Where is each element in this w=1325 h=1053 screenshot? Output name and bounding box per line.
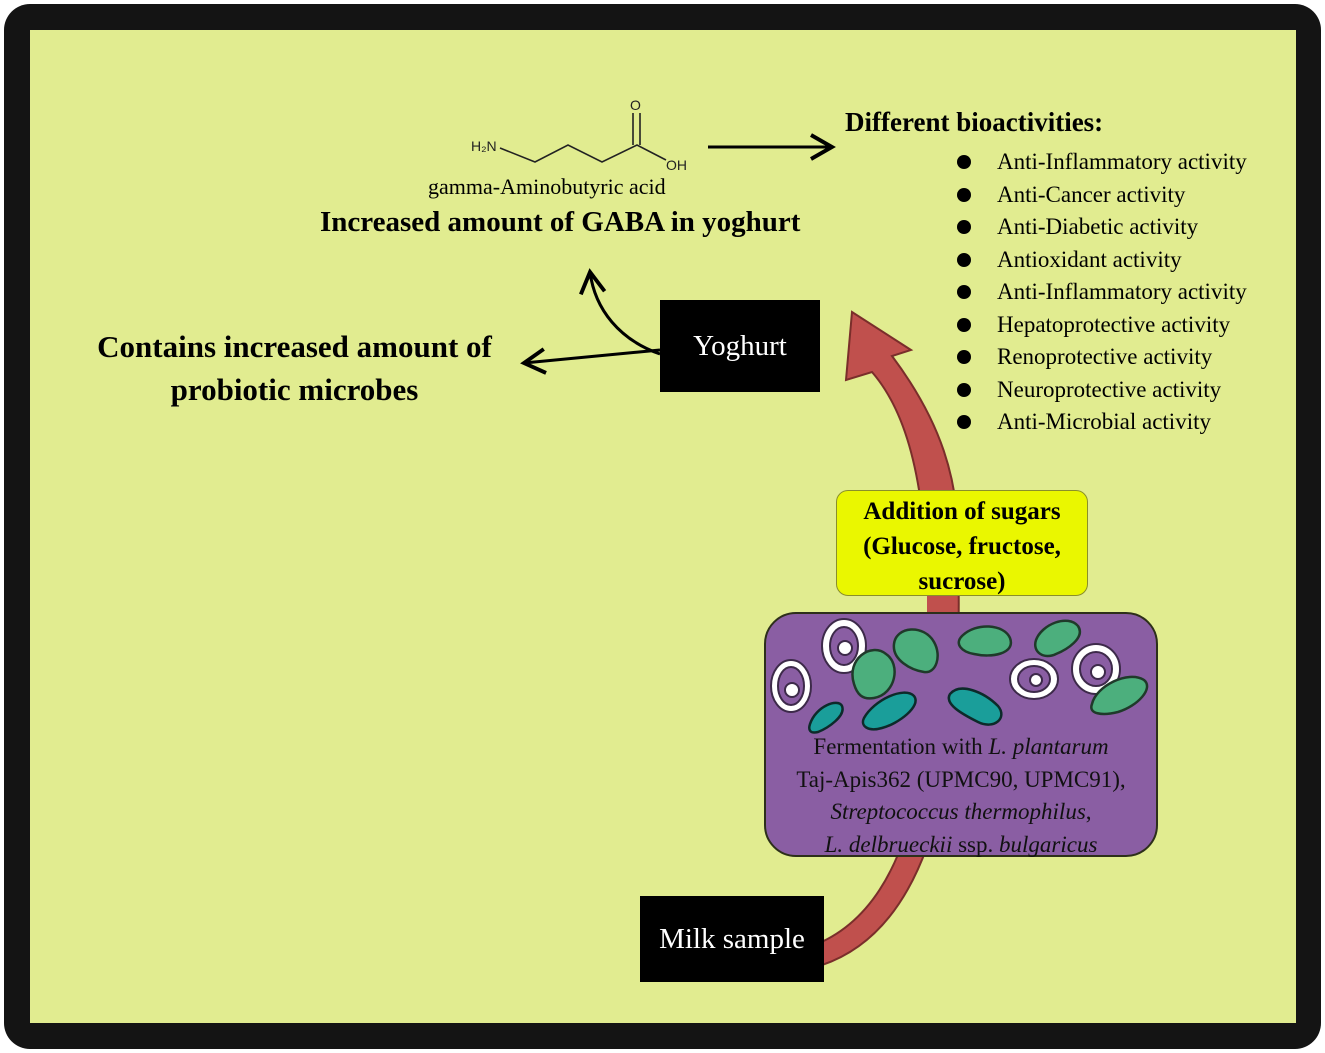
microbe-teal-icon	[861, 691, 917, 731]
microbe-green-icon	[892, 628, 939, 674]
microbe-green-icon	[957, 625, 1013, 657]
bioactivity-item: Anti-Inflammatory activity	[955, 276, 1247, 309]
fermentation-prefix: Fermentation with	[813, 734, 989, 759]
bullet-icon	[957, 350, 971, 364]
bullet-icon	[957, 155, 971, 169]
sugar-line-3: sucrose)	[918, 568, 1006, 595]
bioactivities-heading: Different bioactivities:	[845, 107, 1104, 137]
fermentation-text: Fermentation with L. plantarum Taj-Apis3…	[764, 731, 1158, 861]
probiotic-text: Contains increased amount of probiotic m…	[97, 329, 492, 407]
microbes-illustration	[770, 618, 1149, 734]
molecule-atom-amine: H₂N	[471, 138, 497, 154]
sugar-addition-box: Addition of sugars (Glucose, fructose, s…	[836, 490, 1088, 596]
fermentation-line-1: Fermentation with L. plantarum	[764, 731, 1158, 764]
subspecies-marker: ssp.	[952, 831, 999, 857]
gaba-yoghurt-title: Increased amount of GABA in yoghurt	[320, 206, 801, 238]
bioactivity-item: Antioxidant activity	[955, 244, 1247, 277]
molecule-atom-carbonyl: O	[630, 97, 641, 113]
bioactivity-item: Anti-Cancer activity	[955, 179, 1247, 212]
arrow-to-probiotic	[520, 347, 661, 375]
fermentation-line-2: Taj-Apis362 (UPMC90, UPMC91),	[796, 766, 1126, 792]
species-streptococcus: Streptococcus thermophilus	[830, 799, 1086, 824]
microbe-teal-icon	[808, 701, 844, 734]
arrow-to-gaba	[579, 268, 661, 356]
bioactivity-label: Anti-Inflammatory activity	[997, 149, 1247, 174]
fermentation-box	[764, 612, 1158, 857]
bullet-icon	[957, 220, 971, 234]
bioactivity-item: Anti-Microbial activity	[955, 406, 1247, 439]
bioactivity-item: Hepatoprotective activity	[955, 309, 1247, 342]
bioactivity-label: Neuroprotective activity	[997, 376, 1222, 402]
microbe-green-icon	[1033, 619, 1082, 658]
bioactivity-label: Hepatoprotective activity	[997, 311, 1231, 337]
bioactivity-item: Neuroprotective activity	[955, 374, 1247, 407]
bioactivities-list: Anti-Inflammatory activity Anti-Cancer a…	[955, 146, 1247, 439]
bioactivity-item: Renoprotective activity	[955, 341, 1247, 374]
fermentation-line-3: Streptococcus thermophilus,	[764, 796, 1158, 829]
yoghurt-box: Yoghurt	[660, 300, 820, 392]
gaba-molecule	[499, 113, 667, 163]
bioactivity-label: Antioxidant activity	[997, 246, 1182, 272]
sugar-line-1: Addition of sugars	[863, 498, 1061, 525]
bullet-icon	[957, 317, 971, 332]
bullet-icon	[957, 415, 971, 429]
milk-sample-box: Milk sample	[640, 896, 824, 982]
molecule-atom-hydroxyl: OH	[666, 157, 687, 173]
species-l-plantarum: L. plantarum	[988, 734, 1109, 759]
bullet-icon	[957, 252, 971, 267]
fermentation-line-4: L. delbrueckii ssp. bulgaricus	[764, 829, 1158, 862]
microbe-teal-icon	[947, 687, 1003, 726]
species-l-delbrueckii: L. delbrueckii	[824, 831, 953, 857]
bioactivity-item: Anti-Diabetic activity	[955, 211, 1247, 244]
bullet-icon	[957, 285, 971, 299]
bioactivity-label: Renoprotective activity	[997, 344, 1213, 369]
species-separator: ,	[1085, 799, 1092, 824]
molecule-name: gamma-Aminobutyric acid	[428, 174, 666, 199]
microbe-green-icon	[1090, 675, 1149, 716]
milk-sample-label: Milk sample	[659, 922, 805, 955]
sugar-line-2: (Glucose, fructose,	[863, 533, 1061, 560]
yoghurt-label: Yoghurt	[693, 329, 787, 362]
bioactivity-label: Anti-Cancer activity	[997, 181, 1186, 207]
bioactivity-label: Anti-Microbial activity	[997, 409, 1211, 434]
bioactivity-item: Anti-Inflammatory activity	[955, 146, 1247, 179]
bullet-icon	[957, 382, 971, 397]
microbe-green-icon	[851, 648, 896, 700]
subspecies-bulgaricus: bulgaricus	[999, 831, 1098, 857]
bioactivity-label: Anti-Inflammatory activity	[997, 279, 1247, 304]
bullet-icon	[957, 187, 971, 202]
bioactivity-label: Anti-Diabetic activity	[997, 214, 1199, 239]
